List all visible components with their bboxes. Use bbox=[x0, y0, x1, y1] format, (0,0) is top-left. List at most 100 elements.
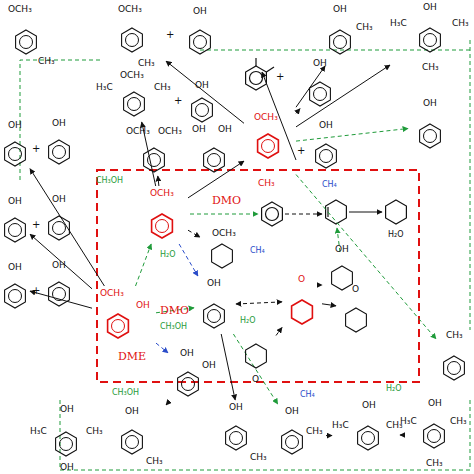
ring-structure bbox=[168, 346, 220, 402]
molecule: OH bbox=[0, 262, 30, 312]
byproduct-label: CH₃OH bbox=[96, 176, 123, 186]
substituent-label: CH₃ bbox=[146, 456, 163, 466]
substituent-label: OH bbox=[202, 360, 216, 370]
substituent-label: O bbox=[352, 284, 359, 294]
molecule: OCH₃ CH₃ bbox=[108, 4, 166, 72]
substituent-label: OH bbox=[319, 120, 333, 130]
molecule: OHH₃CCH₃CH₃ bbox=[400, 398, 474, 472]
reaction-arrow bbox=[236, 302, 282, 304]
reaction-arrow bbox=[179, 244, 198, 276]
reaction-arrow bbox=[322, 304, 336, 306]
byproduct-label: DME bbox=[118, 352, 146, 362]
substituent-label: CH₃ bbox=[306, 426, 323, 436]
plus-sign: + bbox=[174, 96, 182, 106]
reaction-arrow bbox=[296, 65, 390, 127]
reaction-arrow bbox=[326, 435, 332, 436]
byproduct-label: CH₄ bbox=[250, 246, 265, 256]
substituent-label: OH bbox=[8, 196, 22, 206]
substituent-label: CH₃ bbox=[154, 82, 171, 92]
molecule: OHCH₃ bbox=[214, 400, 270, 464]
substituent-label: OH bbox=[60, 462, 74, 472]
molecule: OCH₃ bbox=[136, 186, 188, 244]
plus-sign: + bbox=[32, 286, 40, 296]
substituent-label: OCH₃ bbox=[100, 288, 124, 298]
plus-sign: + bbox=[32, 220, 40, 230]
reaction-arrow bbox=[221, 334, 235, 400]
reaction-arrow bbox=[190, 214, 258, 215]
substituent-label: OH bbox=[125, 406, 139, 416]
substituent-label: CH₃ bbox=[138, 58, 155, 68]
byproduct-label: CH₃OH bbox=[112, 388, 139, 398]
molecule: OCH₃OH bbox=[92, 286, 156, 348]
unlabelled-rings bbox=[246, 58, 407, 226]
reaction-arrow bbox=[400, 435, 402, 436]
reaction-arrow bbox=[188, 230, 200, 237]
molecule: OHH₃CCH₃CH₃ bbox=[390, 2, 472, 74]
reaction-arrow bbox=[156, 343, 168, 353]
substituent-label: H₃C bbox=[332, 420, 349, 430]
pathway-guide bbox=[20, 40, 470, 470]
reaction-arrow bbox=[166, 61, 244, 123]
substituent-label: OCH₃ bbox=[118, 4, 142, 14]
byproduct-label: CH₄ bbox=[322, 180, 337, 190]
substituent-label: OH bbox=[193, 6, 207, 16]
molecule: OH bbox=[0, 196, 30, 246]
substituent-label: OH bbox=[218, 124, 232, 134]
substituent-label: OH bbox=[60, 404, 74, 414]
molecule: OCH₃ bbox=[200, 228, 244, 272]
molecule: OHH₃CCH₃ bbox=[332, 400, 402, 470]
ring-structure bbox=[108, 4, 166, 72]
substituent-label: OCH₃ bbox=[8, 4, 32, 14]
byproduct-label: H₂O bbox=[386, 384, 402, 394]
substituent-label: OCH₃ bbox=[150, 188, 174, 198]
substituent-label: OH bbox=[180, 348, 194, 358]
substituent-label: OCH₃ bbox=[254, 112, 278, 122]
molecule: OH bbox=[408, 96, 452, 156]
substituent-label: OH bbox=[8, 262, 22, 272]
molecule: OH bbox=[44, 194, 74, 244]
molecule: O bbox=[236, 334, 276, 390]
substituent-label: OH bbox=[195, 80, 209, 90]
byproduct-label: H₂O bbox=[388, 230, 404, 240]
reaction-arrow bbox=[276, 328, 282, 336]
substituent-label: H₃C bbox=[390, 18, 407, 28]
molecule: OH OH H₃C CH₃ bbox=[30, 404, 110, 472]
substituent-label: H₃C bbox=[30, 426, 47, 436]
plus-sign: + bbox=[297, 146, 305, 156]
substituent-label: OH bbox=[333, 4, 347, 14]
substituent-label: H₃C bbox=[96, 82, 113, 92]
substituent-label: OH bbox=[362, 400, 376, 410]
highlight-frame bbox=[97, 170, 419, 382]
molecule: OCH₃CH₃ bbox=[4, 4, 62, 70]
byproduct-label: H₂O bbox=[160, 250, 176, 260]
molecule: OH CH₃ bbox=[110, 404, 166, 468]
reaction-arrow bbox=[285, 214, 322, 215]
substituent-label: H₃C bbox=[400, 416, 417, 426]
byproduct-label: CH₃OH bbox=[160, 322, 187, 332]
substituent-label: CH₃ bbox=[86, 426, 103, 436]
substituent-label: CH₃ bbox=[450, 416, 467, 426]
substituent-label: CH₃ bbox=[250, 452, 267, 462]
reaction-arrow bbox=[233, 334, 277, 404]
substituent-label: OH bbox=[423, 98, 437, 108]
substituent-label: OH bbox=[8, 120, 22, 130]
substituent-label: CH₃ bbox=[452, 18, 469, 28]
substituent-label: O bbox=[252, 374, 259, 384]
molecule: OH bbox=[0, 120, 30, 170]
substituent-label: OCH₃ bbox=[120, 70, 144, 80]
plus-sign: + bbox=[32, 144, 40, 154]
substituent-label: OCH₃ bbox=[126, 126, 150, 136]
substituent-label: OH bbox=[423, 2, 437, 12]
molecule: OH bbox=[182, 80, 222, 124]
reaction-arrow bbox=[296, 175, 436, 339]
substituent-label: CH₃ bbox=[446, 330, 463, 340]
molecule: OH bbox=[306, 120, 346, 174]
molecule: OHCH₃ bbox=[318, 4, 376, 66]
molecule: OH OH bbox=[168, 346, 220, 402]
molecule: CH₃ bbox=[436, 330, 472, 390]
substituent-label: OH bbox=[207, 278, 221, 288]
molecule: OCH₃OCH₃ bbox=[126, 124, 184, 176]
molecule: OH bbox=[300, 58, 340, 112]
reaction-arrow bbox=[296, 109, 300, 114]
